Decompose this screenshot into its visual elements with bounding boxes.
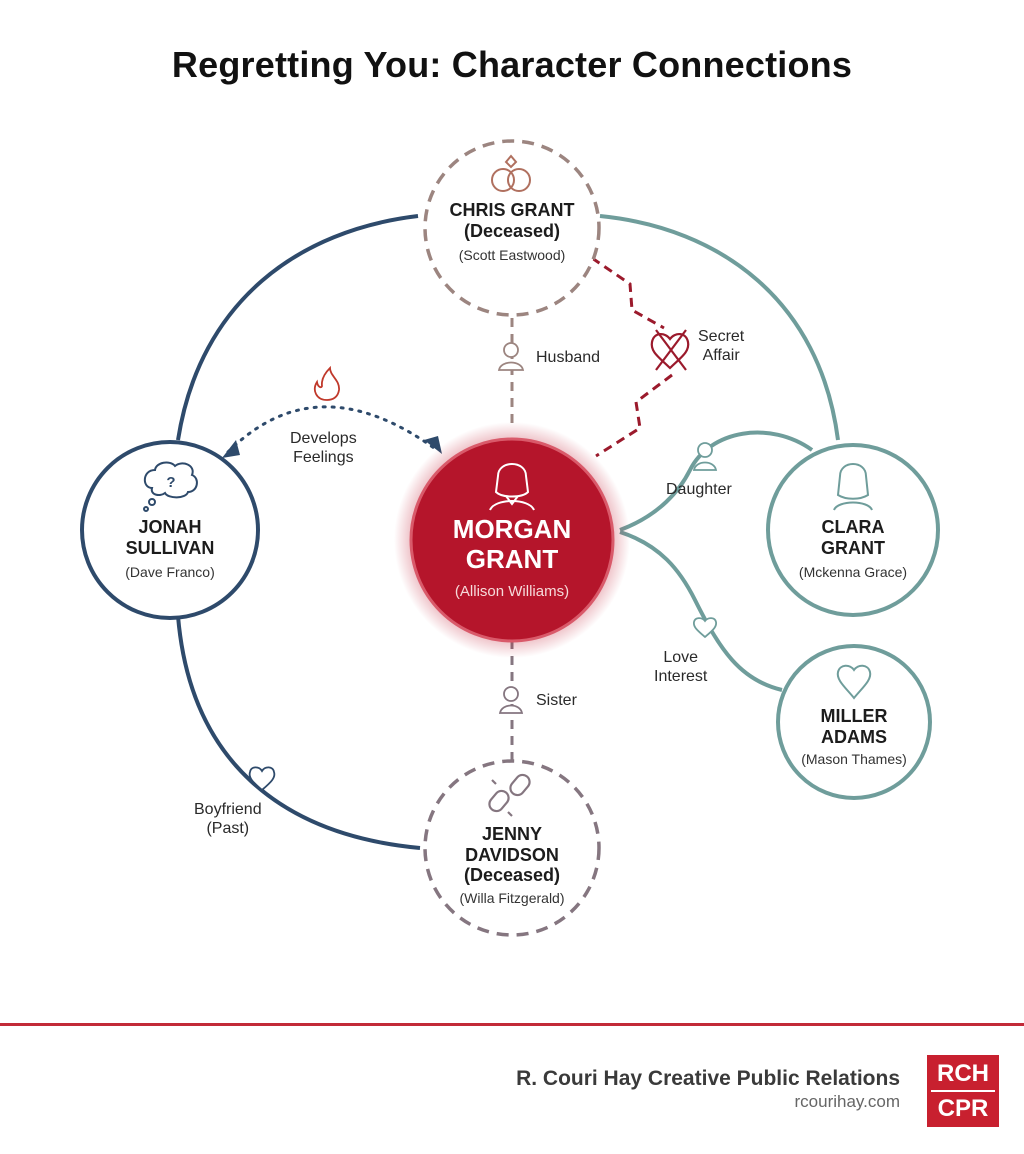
logo-bottom-text: CPR — [937, 1095, 989, 1122]
node-miller: MILLER ADAMS (Mason Thames) — [801, 706, 907, 767]
broken-heart-icon — [650, 329, 690, 371]
node-jenny-status: (Deceased) — [463, 865, 561, 886]
node-morgan-circle — [409, 437, 615, 643]
thought-bubble-mark: ? — [166, 474, 175, 491]
node-jenny-circle — [423, 759, 601, 937]
rch-cpr-logo: RCH CPR — [927, 1055, 999, 1127]
node-clara-circle — [766, 443, 940, 617]
node-miller-name-2: ADAMS — [821, 726, 887, 747]
label-love-interest-2: Interest — [654, 668, 708, 686]
node-jonah-actor: (Dave Franco) — [125, 564, 215, 581]
label-develops-feelings-1: Develops — [290, 430, 357, 447]
node-jonah-name-1: JONAH — [138, 517, 202, 537]
heart-icon — [836, 664, 872, 700]
label-boyfriend-2: (Past) — [206, 820, 250, 838]
logo-top-text: RCH — [937, 1060, 989, 1087]
node-clara-actor: (Mckenna Grace) — [798, 564, 908, 581]
node-morgan-actor: (Allison Williams) — [454, 582, 570, 600]
node-jonah-name-2: SULLIVAN — [125, 537, 215, 558]
arc-chris-jonah — [176, 214, 419, 441]
footer-company-name: R. Couri Hay Creative Public Relations — [516, 1067, 900, 1090]
node-chris-name: CHRIS GRANT — [449, 200, 575, 220]
node-chris-status: (Deceased) — [463, 220, 561, 241]
line-secret-affair — [591, 256, 673, 458]
arrowhead-jonah — [222, 440, 240, 458]
sister-icon — [498, 686, 524, 714]
node-chris: CHRIS GRANT (Deceased) (Scott Eastwood) — [450, 200, 575, 263]
node-morgan-name-1: MORGAN — [452, 514, 572, 544]
node-morgan: MORGAN GRANT (Allison Williams) — [452, 514, 572, 600]
woman-icon — [489, 463, 535, 511]
flame-icon — [314, 365, 340, 401]
label-secret-affair-1: Secret — [698, 328, 745, 345]
node-jonah: JONAH SULLIVAN (Dave Franco) — [125, 517, 214, 580]
node-morgan-name-2: GRANT — [465, 543, 559, 574]
arc-jonah-jenny — [176, 615, 421, 850]
arc-morgan-miller — [619, 530, 783, 692]
node-chris-actor: (Scott Eastwood) — [458, 247, 566, 264]
arc-chris-clara — [599, 214, 840, 441]
broken-chain-icon — [488, 773, 531, 817]
arc-morgan-clara — [619, 430, 814, 532]
label-daughter: Daughter — [666, 481, 732, 498]
thought-bubble-question-icon — [143, 461, 198, 512]
label-husband: Husband — [536, 349, 601, 366]
love-interest-heart-icon — [692, 617, 718, 639]
node-jenny: JENNY DAVIDSON (Deceased) (Willa Fitzger… — [459, 824, 564, 906]
boyfriend-heart-icon — [248, 766, 276, 792]
logo-divider — [931, 1090, 995, 1092]
label-boyfriend-1: Boyfriend — [194, 801, 262, 818]
daughter-icon — [692, 442, 718, 471]
girl-icon — [833, 463, 873, 511]
footer-url: rcourihay.com — [794, 1092, 901, 1111]
wedding-rings-icon — [491, 154, 531, 192]
node-miller-actor: (Mason Thames) — [801, 751, 907, 768]
label-secret-affair: Secret Affair — [698, 327, 744, 365]
footer-divider — [0, 1023, 1024, 1026]
label-secret-affair-2: Affair — [702, 347, 740, 365]
label-develops-feelings: Develops Feelings — [290, 429, 357, 467]
node-jenny-name-2: DAVIDSON — [465, 844, 559, 865]
node-jenny-actor: (Willa Fitzgerald) — [459, 890, 565, 907]
page-title: Regretting You: Character Connections — [171, 44, 853, 85]
node-clara: CLARA GRANT (Mckenna Grace) — [799, 517, 907, 580]
node-clara-name-1: CLARA — [821, 517, 885, 537]
husband-icon — [497, 342, 525, 371]
node-miller-name-1: MILLER — [820, 706, 888, 726]
line-develops-feelings — [226, 405, 436, 454]
node-clara-name-2: GRANT — [821, 537, 885, 558]
label-love-interest-1: Love — [663, 649, 699, 666]
label-develops-feelings-2: Feelings — [293, 449, 354, 467]
node-chris-circle — [423, 139, 601, 317]
node-miller-circle — [776, 644, 932, 800]
node-jenny-name-1: JENNY — [481, 824, 543, 844]
label-love-interest: Love Interest — [654, 648, 707, 686]
label-boyfriend: Boyfriend (Past) — [194, 800, 262, 838]
label-sister: Sister — [536, 692, 577, 709]
node-jonah-circle — [80, 440, 260, 620]
